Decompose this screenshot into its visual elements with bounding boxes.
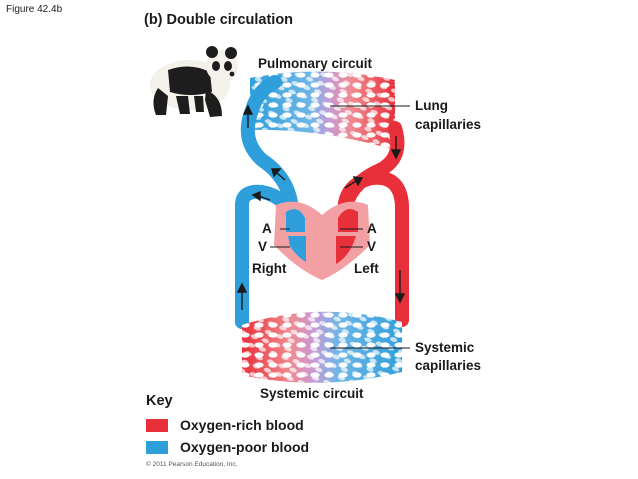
panda-illustration xyxy=(150,46,238,117)
left-ventricle xyxy=(336,236,356,264)
key-title: Key xyxy=(146,393,173,409)
aorta xyxy=(337,170,409,327)
oxygen-rich-swatch xyxy=(146,419,168,432)
right-ventricle xyxy=(288,236,306,262)
figure-label: Figure 42.4b xyxy=(6,4,63,15)
leader-lines xyxy=(270,105,410,349)
left-atrium xyxy=(338,209,358,232)
oxygen-rich-label: Oxygen-rich blood xyxy=(180,417,304,433)
lung-capillaries-label-line1: Lung xyxy=(415,98,448,113)
left-ventricle-label: V xyxy=(367,239,377,254)
right-atrium-label: A xyxy=(262,221,272,236)
oxygen-poor-swatch xyxy=(146,441,168,454)
lung-capillary-bed xyxy=(250,71,395,150)
oxygen-poor-label: Oxygen-poor blood xyxy=(180,439,310,455)
systemic-circuit-label: Systemic circuit xyxy=(260,386,364,401)
left-atrium-label: A xyxy=(367,221,377,236)
diagram-title: (b) Double circulation xyxy=(144,12,294,28)
right-ventricle-label: V xyxy=(258,239,268,254)
right-atrium xyxy=(286,209,305,232)
pulmonary-circuit-label: Pulmonary circuit xyxy=(258,56,373,71)
systemic-capillaries-label-line1: Systemic xyxy=(415,340,475,355)
pulmonary-artery xyxy=(240,75,299,222)
left-side-label: Left xyxy=(354,261,379,276)
heart xyxy=(274,201,370,280)
right-side-label: Right xyxy=(252,261,287,276)
copyright-notice: © 2011 Pearson Education, Inc. xyxy=(146,461,238,468)
systemic-capillary-bed xyxy=(242,311,402,383)
flow-arrows xyxy=(236,104,406,310)
lung-capillaries-label-line2: capillaries xyxy=(415,117,482,132)
systemic-capillaries-label-line2: capillaries xyxy=(415,358,482,373)
